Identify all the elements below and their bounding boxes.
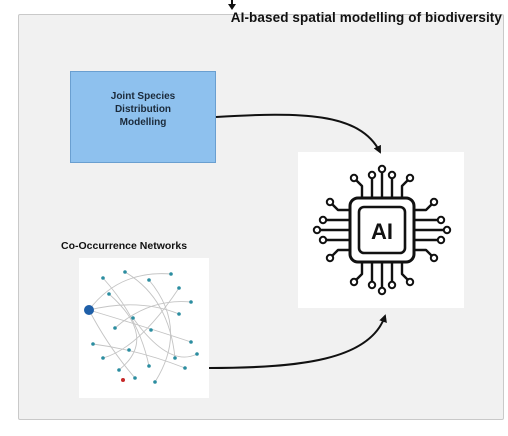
network-graph-icon (84, 270, 199, 384)
ai-chip-label: AI (371, 219, 393, 244)
network-label: Co-Occurrence Networks (61, 240, 188, 252)
diagram-title: AI-based spatial modelling of biodiversi… (230, 10, 502, 25)
ai-chip-panel: AI (298, 152, 464, 308)
network-panel (79, 258, 209, 398)
arrow-jsdm-to-ai (215, 113, 381, 154)
jsdm-box: Joint Species Distribution Modelling (70, 71, 216, 163)
jsdm-label: Joint Species Distribution Modelling (110, 90, 176, 128)
ai-chip-icon: AI (312, 164, 452, 296)
arrow-network-to-ai (208, 314, 387, 369)
incoming-arrow-stub (228, 0, 236, 10)
